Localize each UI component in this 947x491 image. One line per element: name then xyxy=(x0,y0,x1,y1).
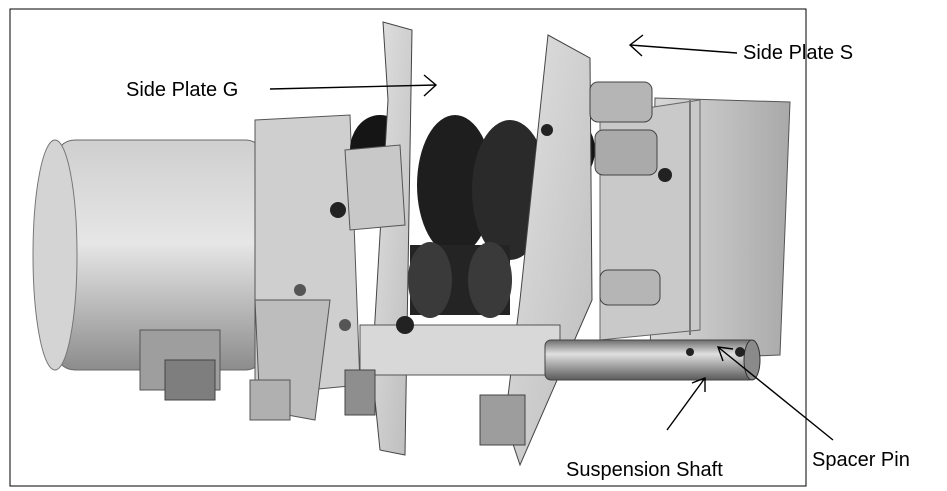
suspension-shaft xyxy=(359,316,761,381)
arrow-side-plate-s xyxy=(628,34,738,57)
arrow-spacer-pin xyxy=(716,346,834,441)
motor xyxy=(32,139,266,401)
label-suspension-shaft: Suspension Shaft xyxy=(566,459,723,481)
label-side-plate-g: Side Plate G xyxy=(126,79,239,101)
label-spacer-pin: Spacer Pin xyxy=(812,449,910,471)
bottom-brackets xyxy=(344,369,526,446)
arrow-side-plate-g xyxy=(269,74,438,97)
motor-flange xyxy=(249,114,361,421)
photo-frame xyxy=(9,8,807,487)
arrow-suspension-shaft xyxy=(666,376,706,431)
label-side-plate-s: Side Plate S xyxy=(743,42,854,64)
